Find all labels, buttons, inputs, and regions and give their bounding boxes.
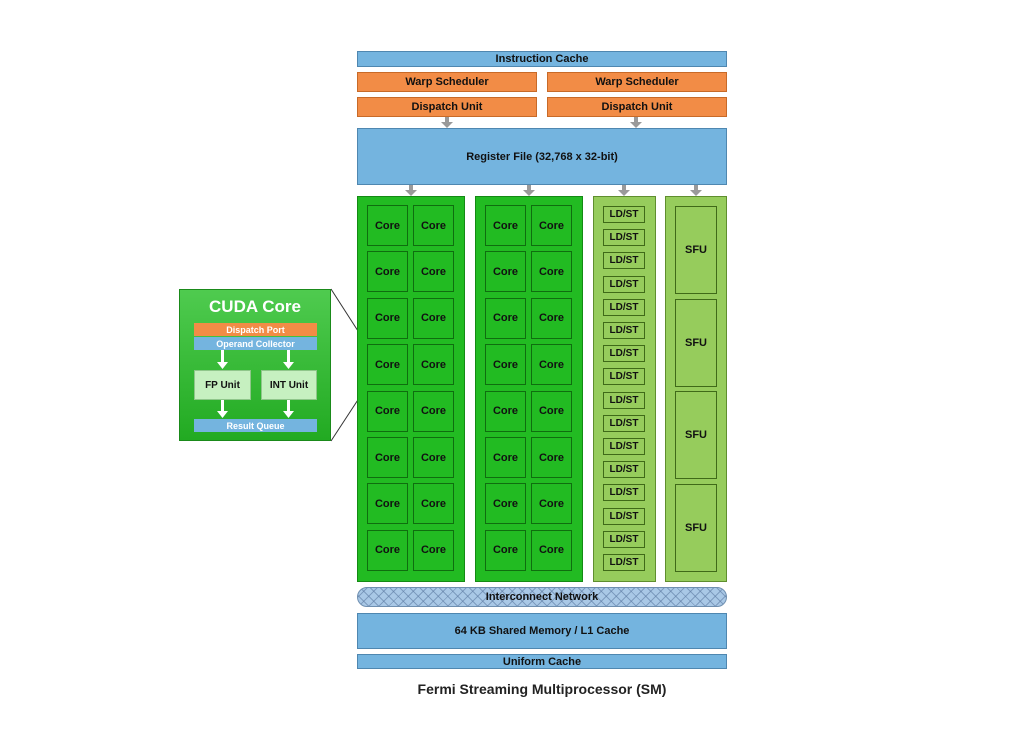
core-cell: Core [413, 529, 454, 571]
core-cell: Core [413, 297, 454, 339]
core-cell: Core [485, 483, 526, 525]
ldst-unit: LD/ST [603, 275, 645, 293]
core-cell: Core [413, 483, 454, 525]
cuda-core-panel: CUDA Core Dispatch Port Operand Collecto… [179, 289, 331, 441]
core-cell: Core [413, 437, 454, 478]
arrow-regfile-core-col-2 [523, 185, 535, 196]
register-file: Register File (32,768 x 32-bit) [357, 128, 727, 185]
core-cell: Core [413, 251, 454, 293]
dispatch-port: Dispatch Port [194, 323, 317, 336]
core-cell: Core [531, 251, 572, 293]
dispatch-unit-left: Dispatch Unit [357, 97, 537, 117]
ldst-unit: LD/ST [603, 414, 645, 432]
warp-scheduler-right: Warp Scheduler [547, 72, 727, 92]
dispatch-unit-right: Dispatch Unit [547, 97, 727, 117]
core-cell: Core [485, 297, 526, 339]
ldst-unit: LD/ST [603, 438, 645, 455]
arrow-to-int-unit [283, 350, 294, 369]
ldst-unit: LD/ST [603, 484, 645, 502]
core-cell: Core [485, 390, 526, 432]
arrow-regfile-ldst [618, 185, 630, 196]
instruction-cache: Instruction Cache [357, 51, 727, 67]
core-cell: Core [413, 390, 454, 432]
int-unit: INT Unit [261, 370, 317, 400]
cuda-core-title: CUDA Core [209, 297, 301, 316]
core-cell: Core [413, 205, 454, 246]
core-cell: Core [367, 390, 408, 432]
ldst-unit: LD/ST [603, 461, 645, 479]
core-cell: Core [531, 529, 572, 571]
core-cell: Core [367, 483, 408, 525]
warp-scheduler-left: Warp Scheduler [357, 72, 537, 92]
sfu-unit: SFU [675, 206, 717, 294]
ldst-unit: LD/ST [603, 530, 645, 548]
ldst-unit: LD/ST [603, 507, 645, 525]
shared-memory-l1-cache: 64 KB Shared Memory / L1 Cache [357, 613, 727, 649]
core-cell: Core [367, 437, 408, 478]
core-cell: Core [367, 205, 408, 246]
core-cell: Core [367, 529, 408, 571]
arrow-regfile-core-col-1 [405, 185, 417, 196]
ldst-unit: LD/ST [603, 229, 645, 247]
ldst-unit: LD/ST [603, 345, 645, 363]
result-queue: Result Queue [194, 419, 317, 432]
arrow-fp-to-result [217, 400, 228, 418]
arrow-regfile-sfu [690, 185, 702, 196]
sfu-unit: SFU [675, 391, 717, 480]
arrow-to-fp-unit [217, 350, 228, 369]
sfu-unit: SFU [675, 298, 717, 387]
ldst-unit: LD/ST [603, 252, 645, 270]
core-cell: Core [485, 251, 526, 293]
core-cell: Core [531, 483, 572, 525]
ldst-unit: LD/ST [603, 206, 645, 223]
ldst-unit: LD/ST [603, 554, 645, 571]
core-cell: Core [531, 205, 572, 246]
core-cell: Core [531, 437, 572, 478]
core-cell: Core [531, 297, 572, 339]
sfu-unit: SFU [675, 484, 717, 573]
arrow-int-to-result [283, 400, 294, 418]
operand-collector: Operand Collector [194, 337, 317, 350]
uniform-cache: Uniform Cache [357, 654, 727, 669]
interconnect-network: Interconnect Network [357, 587, 727, 607]
ldst-unit: LD/ST [603, 298, 645, 316]
core-cell: Core [485, 205, 526, 246]
core-cell: Core [485, 529, 526, 571]
arrow-dispatch-right [630, 117, 642, 128]
core-cell: Core [485, 344, 526, 386]
core-cell: Core [413, 344, 454, 386]
core-cell: Core [531, 344, 572, 386]
core-cell: Core [367, 251, 408, 293]
cuda-core-arrows [217, 350, 294, 418]
fp-unit: FP Unit [194, 370, 251, 400]
ldst-unit: LD/ST [603, 322, 645, 339]
core-cell: Core [367, 297, 408, 339]
arrow-dispatch-left [441, 117, 453, 128]
ldst-unit: LD/ST [603, 391, 645, 409]
ldst-unit: LD/ST [603, 368, 645, 386]
core-cell: Core [367, 344, 408, 386]
core-cell: Core [485, 437, 526, 478]
diagram-caption: Fermi Streaming Multiprocessor (SM) [417, 681, 667, 697]
core-cell: Core [531, 390, 572, 432]
